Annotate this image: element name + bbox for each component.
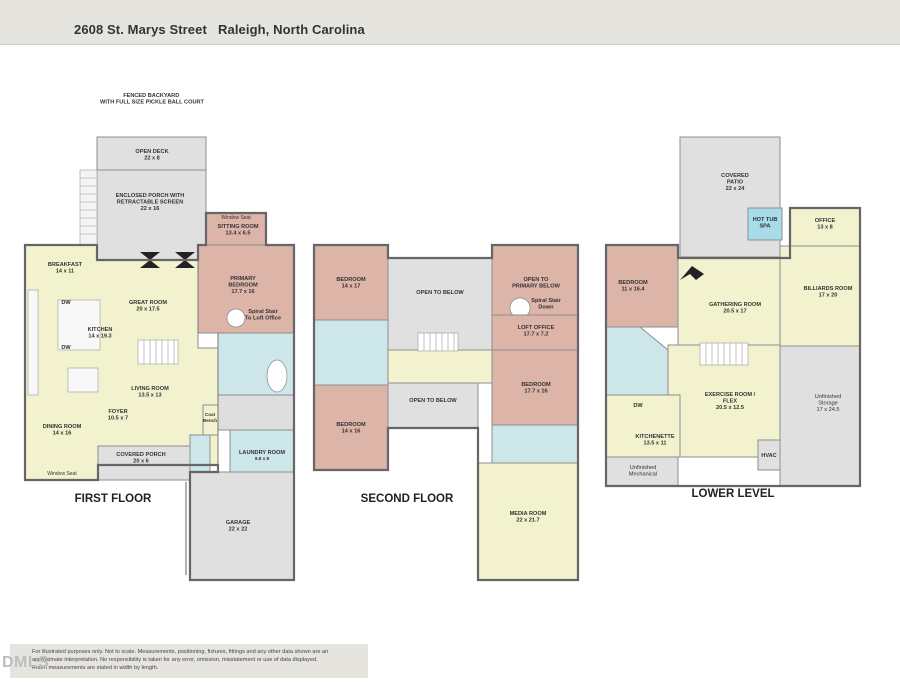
unfinished-mechanical-area: [605, 456, 679, 487]
main-living-area: [24, 244, 219, 481]
kitchenette-area: [605, 394, 681, 458]
laundry-room-area: [229, 429, 295, 473]
room-label-open-below-2: OPEN TO BELOW: [409, 398, 457, 404]
covered-porch-area: [97, 445, 191, 481]
ll-bath-area: [605, 326, 669, 396]
main-stairs: [137, 339, 179, 365]
room-label-window-seat-top: Window Seat: [221, 215, 251, 221]
hvac-area: [757, 439, 781, 471]
disclaimer-line: approximate interpretation. No responsib…: [32, 657, 318, 663]
bedroom-2b-area: [491, 349, 579, 426]
fireplace-icon: [680, 266, 704, 280]
header-bar: 2608 St. Marys Street Raleigh, North Car…: [0, 0, 900, 45]
room-label-window-seat-bottom: Window Seat: [47, 471, 77, 477]
disclaimer-line: For illustrated purposes only. Not to sc…: [32, 649, 329, 655]
enclosed-porch-area: [96, 169, 207, 261]
first-floor-title: FIRST FLOOR: [75, 493, 152, 505]
open-deck-area: [96, 136, 207, 171]
hot-tub-area: [747, 207, 783, 241]
room-label-hvac: HVAC: [761, 453, 776, 459]
spiral-stair-icon: [226, 308, 246, 328]
lower-level: LOWER LEVEL: [604, 136, 862, 500]
disclaimer-box: For illustrated purposes only. Not to sc…: [10, 644, 368, 678]
primary-closet-area: [217, 394, 295, 431]
lower-level-title: LOWER LEVEL: [691, 488, 774, 500]
bedroom-ll-area: [605, 244, 679, 328]
second-floor: SECOND FLOOR: [312, 243, 580, 582]
disclaimer-text: For illustrated purposes only. Not to sc…: [32, 648, 366, 672]
kitchen-counter: [27, 289, 39, 396]
lower-level-stairs: [699, 342, 749, 366]
room-label-dw-1: DW: [61, 300, 71, 306]
second-floor-stairs: [417, 332, 459, 352]
open-primary-area: [491, 244, 579, 316]
property-address: 2608 St. Marys Street Raleigh, North Car…: [74, 22, 365, 37]
room-label-open-below-1: OPEN TO BELOW: [416, 290, 464, 296]
mls-watermark: DMLS: [2, 654, 50, 671]
bathtub-icon: [266, 359, 288, 393]
bedroom-2c-area: [313, 384, 389, 471]
bedroom-2b-bath-area: [491, 424, 579, 464]
landing-area: [387, 349, 493, 384]
first-floor: FIRST FLOOR FENCED BACKYARD WITH FULL SI…: [23, 93, 296, 582]
backyard-note: FENCED BACKYARD WITH FULL SIZE PICKLE BA…: [100, 93, 204, 106]
room-label-dw-ll: DW: [633, 403, 643, 409]
lower-level-walls: [604, 206, 862, 488]
living-seating: [67, 367, 99, 393]
room-label-dw-2: DW: [61, 345, 71, 351]
media-room-area: [477, 462, 579, 581]
fireplace-icon: [140, 252, 160, 268]
kitchen-island: [57, 299, 101, 351]
unfinished-storage-area: [779, 345, 861, 487]
deck-stairs: [79, 169, 98, 247]
second-floor-walls: [312, 243, 580, 582]
hall-bath-area: [313, 319, 389, 386]
powder-room-area: [189, 434, 211, 473]
second-floor-title: SECOND FLOOR: [361, 493, 454, 505]
open-below-2-area: [387, 382, 479, 429]
fireplace-icon: [175, 252, 195, 268]
disclaimer-line: Room measurements are stated in width by…: [32, 665, 159, 671]
first-floor-walls: [23, 211, 296, 582]
